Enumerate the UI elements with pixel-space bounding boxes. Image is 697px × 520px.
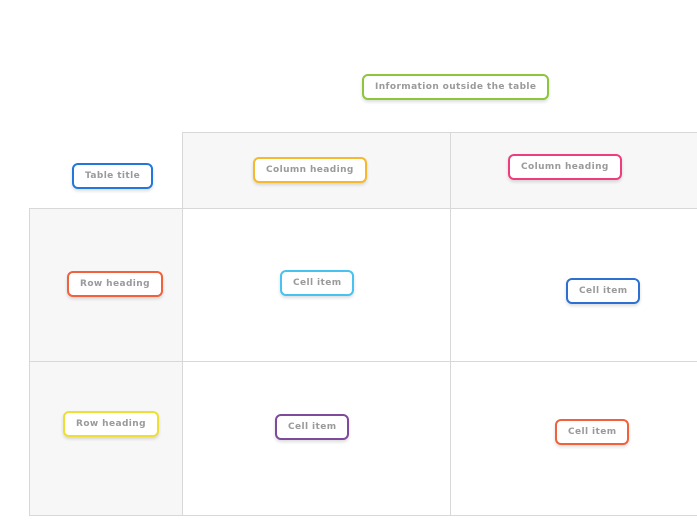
column-heading-label-1: Column heading	[253, 157, 367, 183]
cell-item-label-4: Cell item	[555, 419, 630, 445]
cell-item-label-3: Cell item	[275, 414, 350, 440]
cell-item-label-1: Cell item	[280, 270, 355, 296]
row-heading-label-2: Row heading	[63, 411, 159, 437]
info-outside-table-label: Information outside the table	[362, 74, 550, 100]
cell-item-label-2: Cell item	[566, 278, 641, 304]
column-heading-label-2: Column heading	[508, 154, 622, 180]
row-heading-label-1: Row heading	[67, 271, 163, 297]
table-grid	[29, 132, 697, 516]
row-header-cell-2	[29, 361, 182, 516]
table-title-label: Table title	[72, 163, 154, 189]
